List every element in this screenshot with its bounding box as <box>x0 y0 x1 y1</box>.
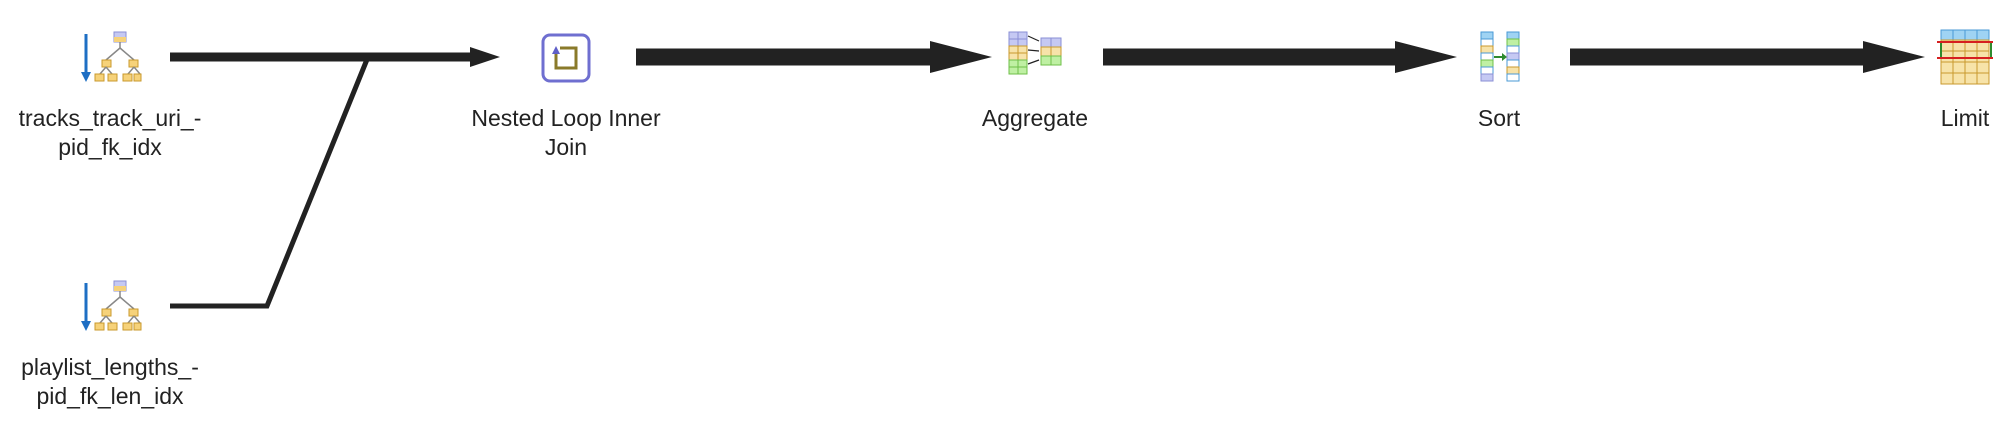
node-nested-loop-join[interactable]: Nested Loop Inner Join <box>456 26 676 162</box>
node-limit[interactable]: Limit <box>1855 26 2004 133</box>
node-aggregate[interactable]: Aggregate <box>925 26 1145 133</box>
node-index-scan-tracks[interactable]: tracks_track_uri_- pid_fk_idx <box>0 26 220 162</box>
sort-icon <box>1480 31 1520 82</box>
node-label: Nested Loop Inner Join <box>471 105 661 160</box>
node-index-scan-playlist[interactable]: playlist_lengths_- pid_fk_len_idx <box>0 275 220 411</box>
node-label: playlist_lengths_- pid_fk_len_idx <box>21 354 199 409</box>
index-scan-icon <box>81 31 142 82</box>
edge-scan2-to-join <box>170 56 371 309</box>
aggregate-icon <box>1008 31 1062 75</box>
node-label: Limit <box>1940 105 1990 131</box>
node-label: Aggregate <box>981 105 1089 131</box>
edge-scan1-to-join-arrowhead <box>470 47 500 67</box>
edge-sort-to-limit-arrowhead <box>1863 41 1925 73</box>
index-scan-icon <box>81 280 142 331</box>
edge-join-to-aggregate-arrowhead <box>930 41 992 73</box>
node-label: tracks_track_uri_- pid_fk_idx <box>18 105 202 160</box>
node-label: Sort <box>1477 105 1521 131</box>
nested-loop-icon <box>541 33 591 83</box>
limit-icon <box>1937 29 1993 85</box>
node-sort[interactable]: Sort <box>1389 26 1609 133</box>
edge-aggregate-to-sort-arrowhead <box>1395 41 1457 73</box>
